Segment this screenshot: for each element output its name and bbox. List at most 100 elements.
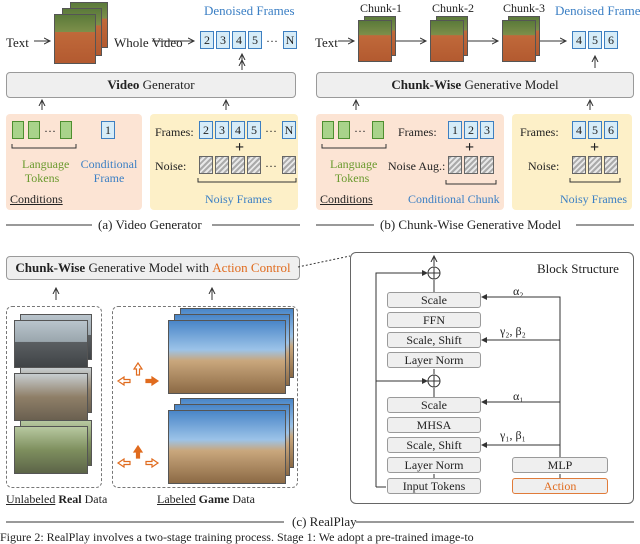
real-image-path	[14, 426, 88, 474]
noise-frame	[604, 156, 618, 174]
conditional-chunk-label: Conditional Chunk	[408, 192, 500, 206]
in-frame: 4	[231, 121, 245, 139]
token-dots: ···	[354, 124, 366, 138]
scale-shift-block: Scale, Shift	[387, 437, 481, 453]
game-image-car2	[168, 410, 286, 484]
model-bold: Chunk-Wise	[15, 260, 86, 275]
game-bold: Game	[198, 492, 230, 506]
noise-frame	[231, 156, 245, 174]
language-token	[372, 121, 384, 139]
text-label: Text	[6, 35, 29, 50]
out-frame: 5	[588, 31, 602, 49]
chunk-label: Chunk-1	[360, 1, 402, 15]
language-token	[12, 121, 24, 139]
skip-connection-lower	[375, 378, 428, 487]
block-structure-frame	[350, 252, 634, 504]
noise-frame	[282, 156, 296, 174]
action-text: Action	[543, 478, 577, 493]
dotted-connector	[297, 255, 351, 268]
plus-sign: +	[235, 139, 245, 156]
noise-frame	[247, 156, 261, 174]
brace-cond-chunk	[445, 180, 497, 185]
brace-lang	[321, 144, 387, 149]
input-tokens-block: Input Tokens	[387, 478, 481, 494]
noise-frame	[480, 156, 494, 174]
labeled-text: Labeled	[157, 492, 196, 506]
video-thumbnail-front	[54, 14, 96, 64]
mhsa-block: MHSA	[387, 417, 481, 433]
mlp-block: MLP	[512, 457, 608, 473]
whole-video-label: Whole Video	[114, 35, 183, 50]
figure-caption-text: Figure 2: RealPlay involves a two-stage …	[0, 530, 474, 544]
noisy-frames-label: Noisy Frames	[205, 192, 272, 206]
data-word: Data	[229, 492, 255, 506]
in-frame: 5	[588, 121, 602, 139]
noise-frame	[464, 156, 478, 174]
chunk-label: Chunk-3	[503, 1, 545, 15]
denoised-frames-label: Denoised Frames	[555, 3, 640, 18]
layer-norm-block: Layer Norm	[387, 352, 481, 368]
real-data-label: Unlabeled Real Data	[6, 493, 107, 505]
model-rest: Generative Model	[461, 77, 559, 92]
noise-label: Noise:	[155, 159, 187, 173]
model-mid: Generative Model with	[85, 260, 213, 275]
action-control-text: Action Control	[212, 260, 291, 275]
game-data-label: Labeled Game Data	[157, 493, 255, 505]
action-arrows-1	[116, 361, 160, 387]
out-frame: 5	[248, 31, 262, 49]
real-data-frame	[6, 306, 102, 488]
alpha1-label: α₁	[513, 389, 524, 403]
out-frame-dots: ···	[266, 34, 278, 48]
gamma-beta2-label: γ₂, β₂	[500, 324, 526, 338]
in-frame: 4	[572, 121, 586, 139]
language-token	[338, 121, 350, 139]
alpha2-label: α₂	[513, 284, 524, 298]
in-frame: 2	[199, 121, 213, 139]
out-frame: 4	[572, 31, 586, 49]
frames-label: Frames:	[398, 125, 437, 139]
in-frame: 2	[464, 121, 478, 139]
game-image-car1	[168, 320, 286, 394]
generator-bold: Video	[107, 77, 140, 92]
conditions-label: Conditions	[320, 192, 373, 206]
out-frame: N	[283, 31, 297, 49]
action-arrows-2	[116, 444, 160, 469]
noise-frame	[199, 156, 213, 174]
caption-a: (a) Video Generator	[98, 217, 202, 232]
data-word: Data	[81, 492, 108, 506]
video-generator-box: Video Generator	[6, 72, 296, 98]
out-frame: 4	[232, 31, 246, 49]
chunk-wise-model-box: Chunk-Wise Generative Model	[316, 72, 634, 98]
scale-shift-block: Scale, Shift	[387, 332, 481, 348]
conditional-frame-label: Conditional Frame	[80, 157, 138, 185]
plus-sign: +	[590, 139, 600, 156]
brace-noise	[197, 178, 297, 183]
modulation-alpha2	[481, 294, 561, 457]
frames-label: Frames:	[155, 125, 194, 139]
caption-c: (c) RealPlay	[292, 514, 357, 529]
noisy-frames-label: Noisy Frames	[560, 192, 627, 206]
real-image-trees	[14, 373, 88, 421]
layer-norm-block: Layer Norm	[387, 457, 481, 473]
caption-b: (b) Chunk-Wise Generative Model	[380, 217, 562, 232]
action-block: Action	[512, 478, 608, 494]
noise-frame	[215, 156, 229, 174]
block-structure-title: Block Structure	[537, 261, 619, 276]
out-frame: 3	[216, 31, 230, 49]
out-frame: 6	[604, 31, 618, 49]
token-dots: ···	[44, 124, 56, 138]
noise-dots: ···	[265, 159, 277, 173]
skip-connection-upper	[375, 270, 434, 382]
denoised-frames-label: Denoised Frames	[204, 3, 295, 18]
gamma-beta1-label: γ₁, β₁	[500, 428, 526, 442]
chunk2-front	[430, 20, 464, 62]
in-frame-dots: ···	[265, 124, 277, 138]
language-token	[60, 121, 72, 139]
conditions-label: Conditions	[10, 192, 63, 206]
chunk-label: Chunk-2	[432, 1, 474, 15]
brace-lang	[11, 144, 77, 149]
out-frame: 2	[200, 31, 214, 49]
language-tokens-label: Language Tokens	[22, 157, 70, 185]
noise-frame	[572, 156, 586, 174]
